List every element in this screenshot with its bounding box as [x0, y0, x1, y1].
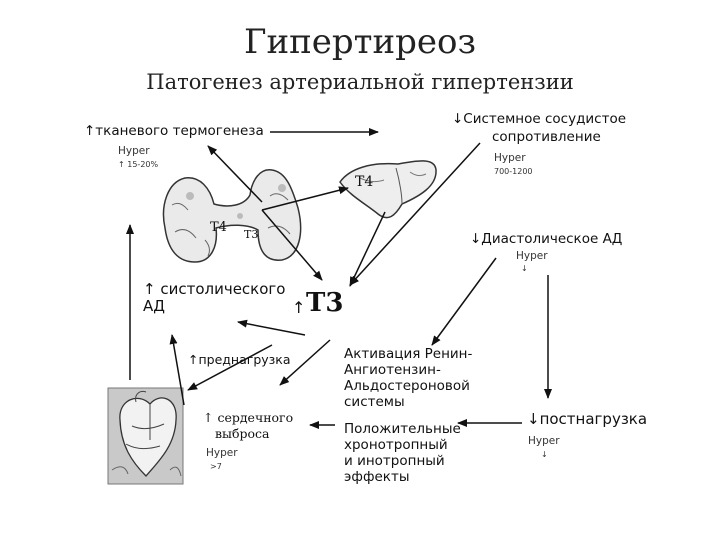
afterload-label: ↓постнагрузка — [527, 410, 648, 428]
t3-center-label: T3 — [306, 288, 344, 318]
thermogenesis-hyper: Hyper — [118, 145, 150, 157]
inotropic-label-3: и инотропный — [344, 453, 445, 469]
thyroid-t3-label: T3 — [244, 228, 259, 241]
vascular-hyper: Hyper — [494, 152, 526, 164]
arrow-t3-to-systolic — [237, 319, 306, 336]
arrow-vascular-to-t3 — [349, 142, 481, 286]
inotropic-label-1: Положительные — [344, 421, 461, 437]
preload-label: ↑преднагрузка — [188, 352, 291, 367]
page-subtitle: Патогенез артериальной гипертензии — [146, 70, 574, 94]
t3-center-arrow: ↑ — [292, 298, 306, 317]
output-label-2: выброса — [215, 426, 270, 441]
diastolic-arrow: ↓ — [521, 264, 528, 273]
raas-label-2: Ангиотензин- — [344, 362, 441, 378]
output-label-1: ↑ сердечного — [203, 410, 294, 425]
vascular-label-1: ↓Системное сосудистое — [452, 111, 627, 127]
vascular-label-2: сопротивление — [492, 129, 601, 145]
page-title: Гипертиреоз — [243, 22, 477, 62]
arrow-thyroid-to-liver — [261, 186, 349, 211]
inotropic-label-2: хронотропный — [344, 437, 448, 453]
output-hyper: Hyper — [206, 447, 238, 459]
thermogenesis-value: ↑ 15-20% — [118, 160, 159, 169]
liver-image — [339, 160, 437, 219]
arrows — [126, 128, 552, 429]
arrow-preload-to-heart — [187, 344, 273, 391]
systolic-label-1: ↑ систолического — [143, 280, 286, 298]
raas-label-3: Альдостероновой — [344, 378, 470, 394]
afterload-arrow: ↓ — [541, 450, 548, 459]
output-value: >7 — [210, 462, 222, 471]
arrow-diastolic-to-raas — [431, 257, 497, 346]
inotropic-label-4: эффекты — [344, 469, 410, 485]
arrow-t3-to-output — [279, 339, 331, 386]
arrow-liver-to-t3 — [349, 211, 386, 287]
afterload-hyper: Hyper — [528, 435, 560, 447]
vascular-value: 700-1200 — [494, 167, 533, 176]
thyroid-t4-label: T4 — [210, 220, 227, 235]
thermogenesis-label: ↑тканевого термогенеза — [84, 123, 264, 139]
diastolic-label: ↓Диастолическое АД — [470, 231, 623, 247]
arrow-thyroid-to-t3 — [261, 209, 323, 281]
raas-label-1: Активация Ренин- — [344, 346, 473, 362]
t4-liver-label: T4 — [355, 174, 374, 190]
arrow-to-thermogenesis — [207, 145, 263, 203]
diastolic-hyper: Hyper — [516, 250, 548, 262]
raas-label-4: системы — [344, 394, 405, 410]
arrow-output-to-systolic — [169, 334, 185, 406]
systolic-label-2: АД — [143, 297, 165, 315]
heart-image — [107, 387, 184, 485]
thyroid-gland-image — [162, 169, 302, 263]
